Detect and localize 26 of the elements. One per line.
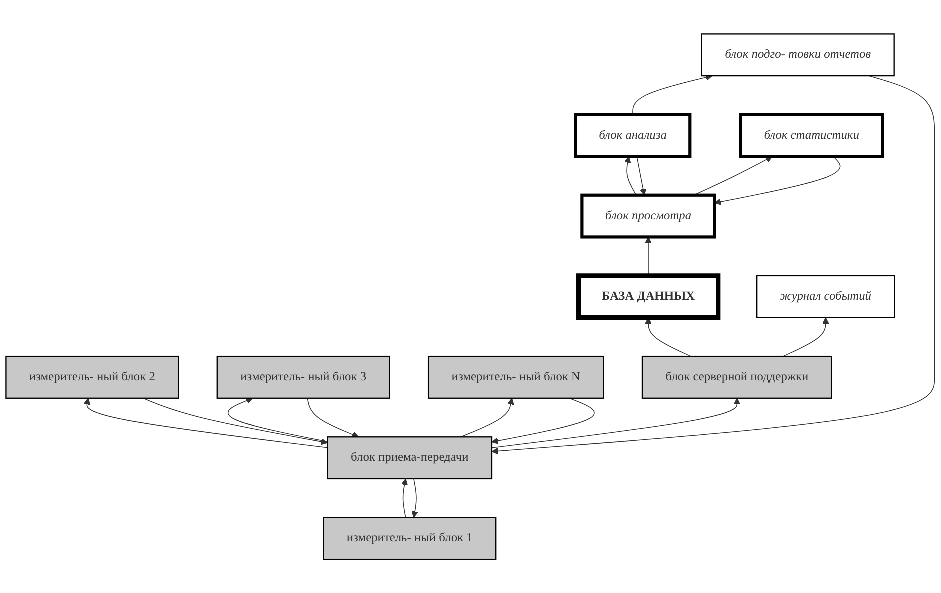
arrow <box>307 398 360 438</box>
node-box: измеритель- ный блок 1 <box>323 516 497 560</box>
arrow <box>492 398 741 448</box>
node-box: измеритель- ный блок 2 <box>6 356 180 399</box>
arrow <box>492 75 936 454</box>
arrow <box>401 478 408 518</box>
node-box: блок анализа <box>574 112 692 158</box>
node-box: блок просмотра <box>580 193 716 238</box>
arrow <box>84 398 328 448</box>
node-box: блок серверной поддержки <box>642 356 832 399</box>
arrow <box>412 478 418 518</box>
node-box: измеритель- ный блок 3 <box>216 356 390 399</box>
arrow <box>636 156 647 196</box>
node-box: блок подго- товки отчетов <box>701 33 895 76</box>
arrow <box>694 156 773 196</box>
arrow <box>624 156 637 196</box>
node-box: измеритель- ный блок N <box>428 356 604 399</box>
node-box: журнал событий <box>756 275 896 318</box>
arrow <box>142 398 328 445</box>
arrow <box>228 397 328 442</box>
arrow <box>492 398 595 444</box>
node-box: блок статистики <box>739 112 884 158</box>
node-box: БАЗА ДАННЫХ <box>576 273 721 320</box>
arrow <box>714 156 841 205</box>
node-box: блок приема-передачи <box>327 436 493 480</box>
arrow <box>645 236 652 276</box>
